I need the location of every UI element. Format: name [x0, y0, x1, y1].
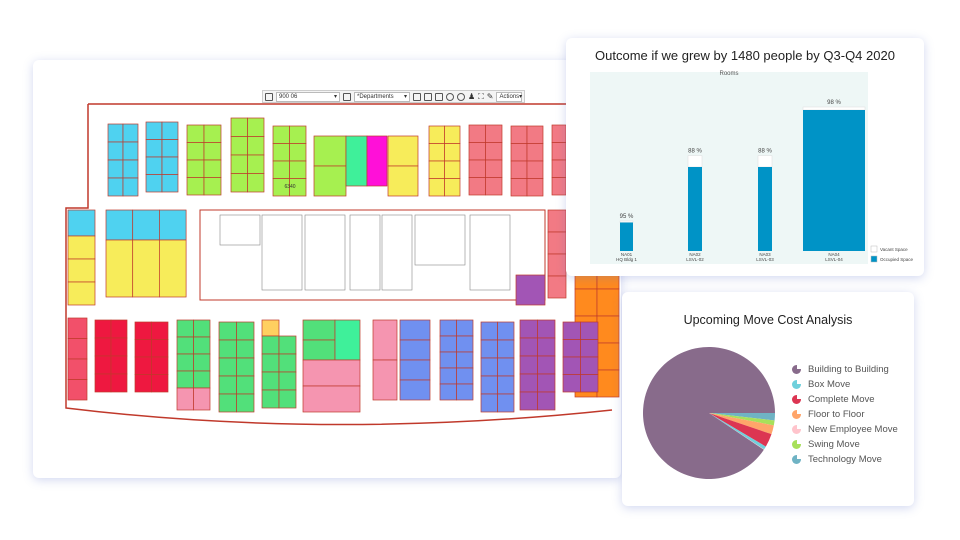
pie-chart-icon — [792, 454, 802, 464]
grid-icon — [265, 92, 273, 101]
legend-label: Swing Move — [808, 439, 860, 450]
pie-chart-icon — [792, 364, 802, 374]
x-tick-label: HQ Bldg 1 — [616, 257, 637, 262]
move-cost-pie-chart — [643, 347, 775, 479]
pie-slice — [709, 413, 775, 426]
data-label: 95 % — [620, 214, 634, 220]
bar-occupied — [803, 110, 865, 251]
bar-occupied — [758, 167, 772, 251]
bar-occupied — [688, 167, 702, 251]
x-tick-label: NA04 — [828, 252, 840, 257]
bar-occupied — [620, 222, 633, 251]
fit-icon[interactable] — [435, 92, 443, 101]
layer-select-value: *Departments — [357, 93, 394, 100]
bar-vacant — [757, 155, 773, 168]
zoom-out-icon[interactable] — [446, 92, 454, 101]
legend-item[interactable]: New Employee Move — [792, 422, 898, 437]
floor-select[interactable]: 900 06 ▾ — [276, 91, 340, 102]
legend-swatch — [870, 255, 878, 263]
pie-chart-icon — [792, 379, 802, 389]
pie-slice — [643, 347, 775, 479]
x-tick-label: LSVL-04 — [825, 257, 843, 262]
lasso-icon[interactable] — [424, 92, 432, 101]
pie-slice — [709, 413, 772, 447]
legend-label: Floor to Floor — [808, 409, 865, 420]
pie-slice — [709, 413, 774, 435]
x-tick-label: NA03 — [759, 252, 771, 257]
pie-chart-icon — [792, 439, 802, 449]
legend-item[interactable]: Swing Move — [792, 437, 898, 452]
legend-label: Vacant Space — [880, 247, 908, 252]
legend-label: Complete Move — [808, 394, 875, 405]
legend-item[interactable]: Floor to Floor — [792, 407, 898, 422]
bar-vacant — [687, 155, 703, 168]
legend-item[interactable]: Technology Move — [792, 452, 898, 467]
data-label: 98 % — [827, 100, 841, 106]
floor-plan-toolbar: 900 06▾ *Departments▾ ♟ ⛶ ✎ Actions▾ — [262, 90, 526, 103]
actions-button[interactable]: Actions▾ — [496, 91, 523, 102]
fullscreen-icon[interactable]: ⛶ — [478, 91, 484, 101]
floor-plan-panel — [33, 60, 621, 478]
chevron-down-icon: ▾ — [519, 94, 523, 100]
legend-item[interactable]: Building to Building — [792, 362, 898, 377]
legend-label: Building to Building — [808, 364, 889, 375]
bar-vacant — [619, 220, 634, 223]
layers-icon — [343, 92, 351, 101]
pie-slice — [709, 413, 765, 450]
data-label: 88 % — [758, 149, 772, 155]
x-tick-label: NA02 — [689, 252, 701, 257]
x-tick-label: NA01 — [621, 252, 633, 257]
select-icon[interactable] — [413, 92, 421, 101]
actions-label: Actions — [499, 93, 520, 100]
zoom-in-icon[interactable] — [457, 92, 465, 101]
pie-slice — [709, 413, 775, 421]
legend-label: Box Move — [808, 379, 851, 390]
legend-swatch — [870, 245, 878, 253]
move-cost-chart-card: Upcoming Move Cost Analysis Building to … — [622, 292, 914, 506]
x-tick-label: LSVL-02 — [686, 257, 704, 262]
pie-chart-icon — [792, 394, 802, 404]
legend-label: New Employee Move — [808, 424, 898, 435]
chart-title: Upcoming Move Cost Analysis — [683, 313, 853, 327]
pie-slice — [709, 413, 766, 450]
legend-label: Technology Move — [808, 454, 882, 465]
chevron-down-icon: ▾ — [333, 94, 337, 100]
layer-select[interactable]: *Departments ▾ — [354, 91, 410, 102]
chevron-down-icon: ▾ — [403, 94, 407, 100]
edit-icon[interactable]: ✎ — [486, 92, 494, 101]
pie-chart-icon — [792, 409, 802, 419]
legend-item[interactable]: Box Move — [792, 377, 898, 392]
pie-chart-icon — [792, 424, 802, 434]
chart-title: Outcome if we grew by 1480 people by Q3-… — [595, 48, 895, 63]
occupancy-chart-card: Outcome if we grew by 1480 people by Q3-… — [566, 38, 924, 276]
data-label: 88 % — [688, 149, 702, 155]
legend-label: Occupied Space — [880, 257, 914, 262]
person-icon[interactable]: ♟ — [468, 92, 476, 101]
bar-vacant — [802, 106, 866, 111]
chart-subtitle: Rooms — [719, 71, 738, 77]
floor-select-value: 900 06 — [279, 93, 298, 100]
x-tick-label: LSVL-03 — [756, 257, 774, 262]
legend-item[interactable]: Complete Move — [792, 392, 898, 407]
